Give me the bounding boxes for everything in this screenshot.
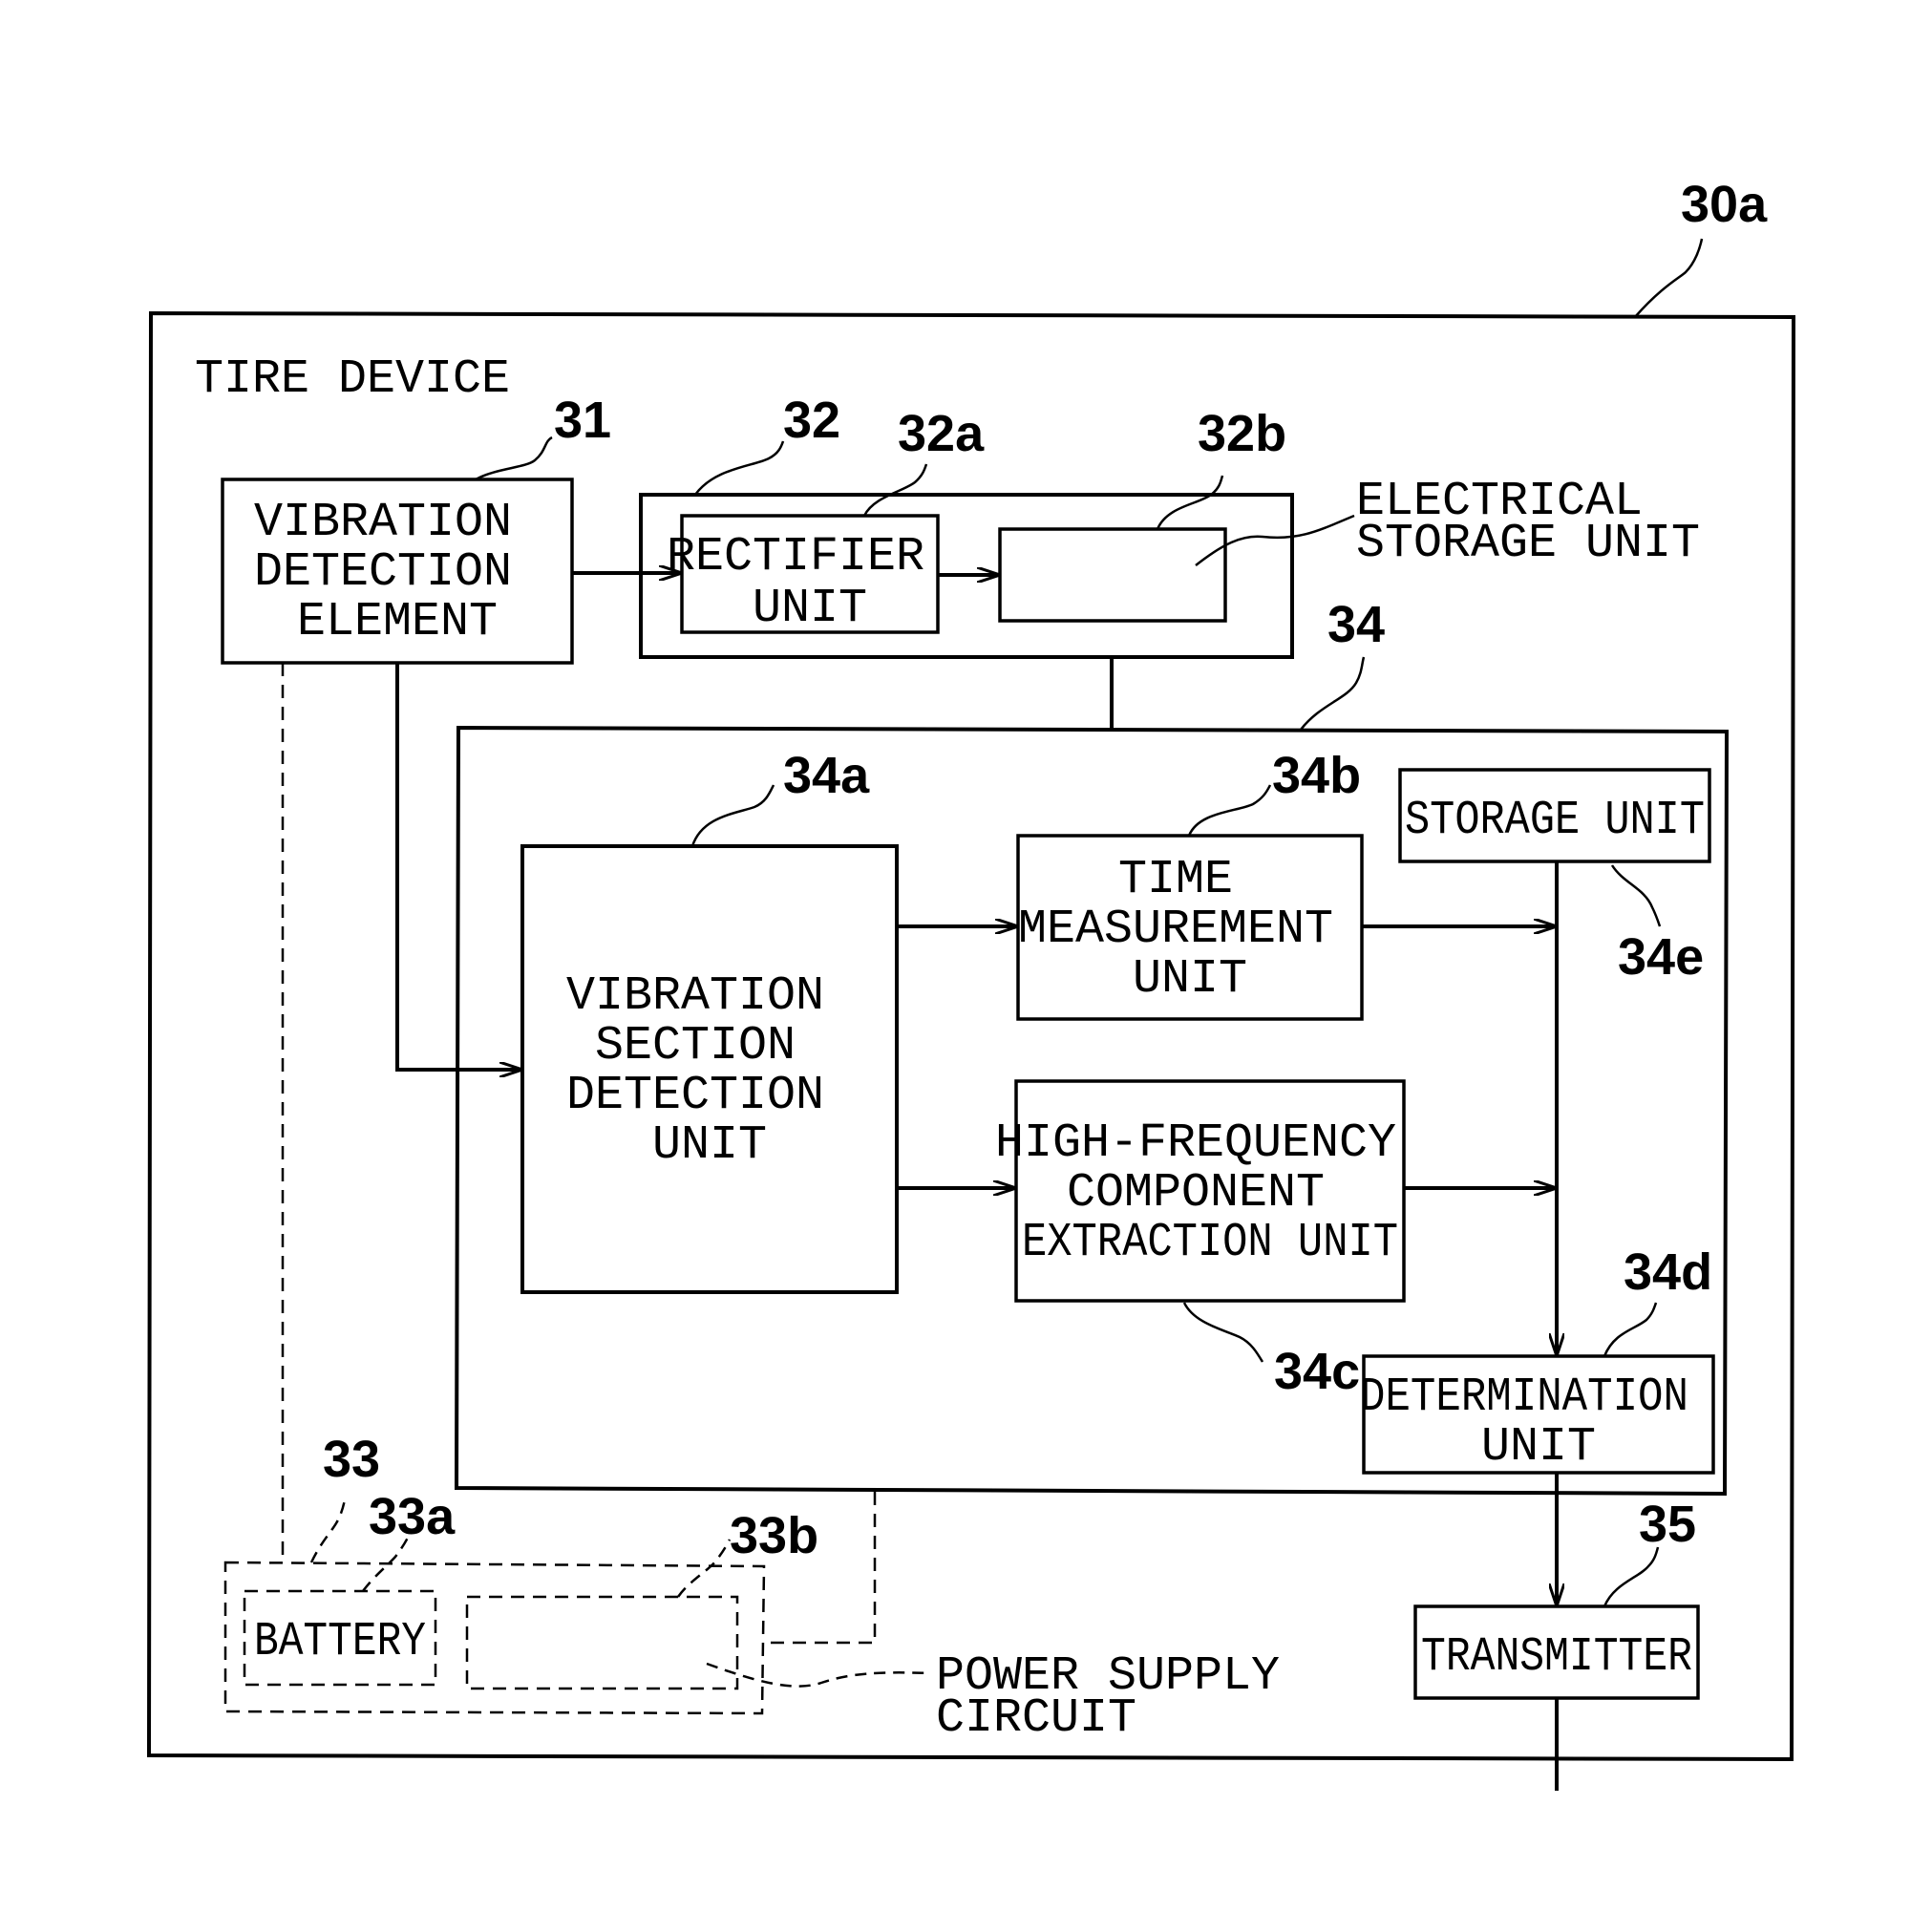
power-supply-circuit-inner-box <box>467 1597 737 1689</box>
transmitter: TRANSMITTER 35 <box>1415 1473 1698 1791</box>
power-unit-ref: 32 <box>783 392 840 449</box>
vibration-detection-element: VIBRATION DETECTION ELEMENT 31 <box>223 392 611 663</box>
high-frequency-extraction-unit-label: HIGH-FREQUENCY COMPONENT EXTRACTION UNIT <box>995 1116 1425 1270</box>
power-supply-circuit-callout-leader <box>707 1664 931 1687</box>
vibration-detection-element-line-3: ELEMENT <box>297 595 498 649</box>
rectifier-unit-leader <box>864 464 926 516</box>
high-frequency-extraction-unit-line-1: HIGH-FREQUENCY <box>995 1116 1396 1171</box>
high-frequency-extraction-unit-line-2: COMPONENT <box>1067 1166 1325 1221</box>
vibration-detection-element-ref: 31 <box>554 392 611 449</box>
rectifier-unit-line-1: RECTIFIER <box>667 530 924 584</box>
tire-device-title: TIRE DEVICE <box>195 352 510 407</box>
transmitter-label: TRANSMITTER <box>1421 1630 1692 1685</box>
electrical-storage-unit-callout-line-2: STORAGE UNIT <box>1356 517 1700 571</box>
vibration-detection-element-leader <box>476 437 552 479</box>
vibration-detection-element-label: VIBRATION DETECTION ELEMENT <box>254 496 541 649</box>
power-unit: 32 RECTIFIER UNIT 32a 32b ELECTRICAL STO… <box>641 392 1700 657</box>
tire-device-leader <box>1635 239 1702 317</box>
storage-unit-ref: 34e <box>1618 928 1704 986</box>
vibration-section-detection-unit-ref: 34a <box>783 747 870 804</box>
power-unit-leader <box>695 441 783 495</box>
determination-unit-line-1: DETERMINATION <box>1360 1370 1688 1425</box>
time-measurement-unit-line-2: MEASUREMENT <box>1018 903 1333 957</box>
vibration-section-detection-unit-label: VIBRATION SECTION DETECTION UNIT <box>566 969 853 1173</box>
high-frequency-extraction-unit-ref: 34c <box>1274 1343 1360 1400</box>
determination-unit-ref: 34d <box>1624 1243 1712 1301</box>
determination-unit-line-2: UNIT <box>1481 1420 1596 1475</box>
electrical-storage-unit-callout: ELECTRICAL STORAGE UNIT <box>1356 475 1700 571</box>
time-measurement-unit-leader <box>1189 785 1270 836</box>
time-measurement-unit-label: TIME MEASUREMENT UNIT <box>1018 853 1362 1007</box>
power-supply-circuit-leader <box>311 1496 346 1562</box>
rectifier-unit-ref: 32a <box>898 405 985 462</box>
electrical-storage-unit-ref: 32b <box>1198 405 1286 462</box>
battery-ref: 33a <box>369 1488 456 1545</box>
time-measurement-unit-line-3: UNIT <box>1133 952 1247 1007</box>
power-supply-circuit-inner-ref: 33b <box>730 1507 818 1564</box>
vibration-detection-element-line-1: VIBRATION <box>254 496 512 550</box>
storage-unit-leader <box>1612 865 1660 926</box>
tire-device-ref: 30a <box>1681 176 1768 233</box>
vibration-section-detection-unit-line-4: UNIT <box>652 1118 767 1173</box>
vibration-section-detection-unit-line-3: DETECTION <box>566 1069 824 1123</box>
vibration-detection-element-line-2: DETECTION <box>254 545 512 600</box>
vibration-section-detection-unit-line-2: SECTION <box>595 1019 796 1073</box>
power-supply-circuit-callout: POWER SUPPLY CIRCUIT <box>936 1649 1308 1746</box>
transmitter-ref: 35 <box>1639 1496 1696 1553</box>
time-measurement-unit-ref: 34b <box>1272 747 1361 804</box>
electrical-storage-unit-box <box>1000 529 1225 621</box>
vibration-section-detection-unit-leader <box>692 785 774 846</box>
high-frequency-extraction-unit-leader <box>1184 1303 1263 1362</box>
transmitter-leader <box>1604 1547 1658 1606</box>
power-supply-circuit-inner-leader <box>678 1540 730 1597</box>
determination-unit-label: DETERMINATION UNIT <box>1360 1370 1717 1475</box>
processing-unit-leader <box>1301 657 1364 730</box>
rectifier-unit-line-2: UNIT <box>753 582 867 636</box>
electrical-storage-unit-callout-leader <box>1196 516 1354 565</box>
electrical-storage-unit-ref-leader <box>1157 476 1222 529</box>
vibration-section-detection-unit-line-1: VIBRATION <box>566 969 824 1024</box>
high-frequency-extraction-unit-line-3: EXTRACTION UNIT <box>1022 1216 1398 1270</box>
power-supply-circuit-callout-line-2: CIRCUIT <box>936 1691 1136 1746</box>
battery-label: BATTERY <box>254 1615 426 1669</box>
storage-unit-label: STORAGE UNIT <box>1405 794 1705 848</box>
time-measurement-unit-line-1: TIME <box>1118 853 1233 907</box>
power-supply-circuit-ref: 33 <box>323 1431 380 1488</box>
rectifier-unit-label: RECTIFIER UNIT <box>667 530 953 636</box>
processing-unit: 34 VIBRATION SECTION DETECTION UNIT 34a … <box>456 596 1727 1494</box>
power-supply-circuit: 33 BATTERY 33a 33b POWER SUPPLY CIRCUIT <box>225 1431 1308 1746</box>
processing-unit-ref: 34 <box>1327 596 1385 653</box>
determination-unit-leader <box>1604 1303 1656 1356</box>
